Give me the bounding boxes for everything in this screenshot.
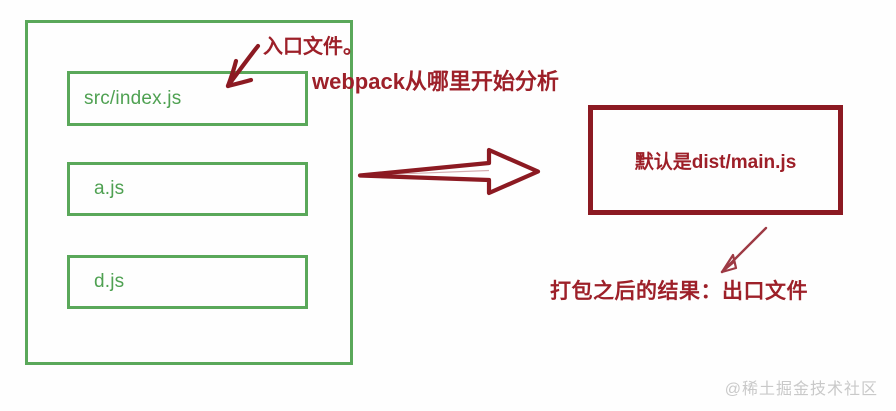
output-bundle-label: 默认是dist/main.js	[634, 151, 797, 173]
file-box-d-js[interactable]: d.js	[67, 255, 308, 309]
file-box-src-index-js[interactable]: src/index.js	[67, 71, 308, 126]
annotation-webpack-question: webpack从哪里开始分析	[312, 69, 559, 94]
source-files-container	[25, 20, 353, 365]
annotation-entry-file: 入口文件。	[263, 36, 363, 58]
output-bundle-box[interactable]: 默认是dist/main.js	[588, 105, 843, 215]
file-label: d.js	[94, 271, 125, 292]
annotation-output-file: 打包之后的结果：出口文件	[550, 280, 808, 303]
file-label: a.js	[94, 178, 125, 199]
arrow-right-bundle	[357, 147, 541, 196]
arrow-down-left-to-output-note	[720, 226, 768, 274]
file-label: src/index.js	[84, 87, 182, 109]
watermark: @稀土掘金技术社区	[724, 381, 878, 398]
file-box-a-js[interactable]: a.js	[67, 162, 308, 216]
